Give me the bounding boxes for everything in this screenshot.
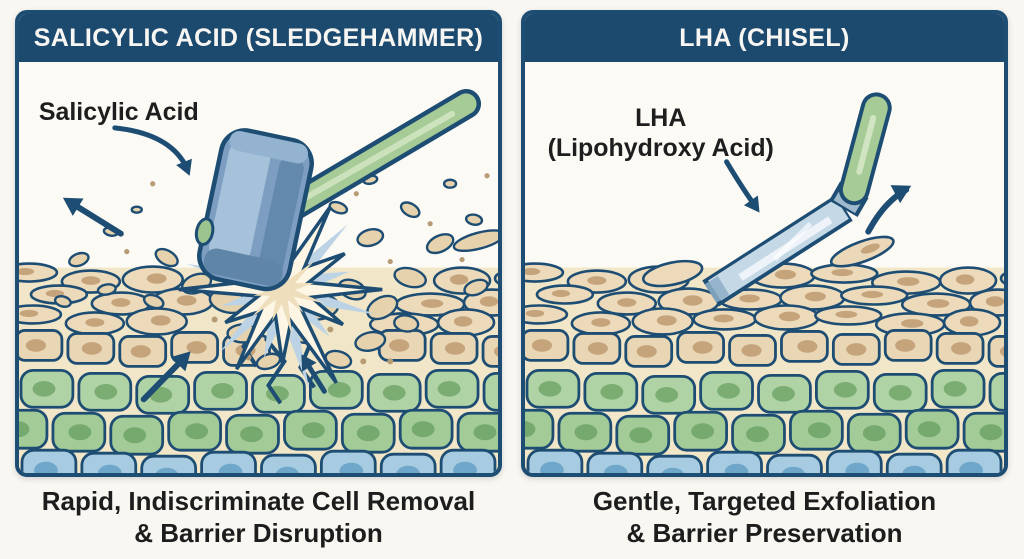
panel-body-salicylic: Salicylic Acid <box>19 62 498 473</box>
lha-illustration: LHA (Lipohydroxy Acid) <box>525 92 1004 473</box>
panel-lha: LHA (CHISEL) LHA (Lipohydroxy Acid) <box>521 10 1008 477</box>
panel-title-lha: LHA (CHISEL) <box>525 14 1004 62</box>
panel-title-salicylic: SALICYLIC ACID (SLEDGEHAMMER) <box>19 14 498 62</box>
caption-salicylic-line1: Rapid, Indiscriminate Cell Removal <box>41 486 476 516</box>
caption-lha-line1: Gentle, Targeted Exfoliation <box>592 486 937 516</box>
salicylic-illustration: Salicylic Acid <box>19 88 498 473</box>
caption-row: Rapid, Indiscriminate Cell Removal & Bar… <box>0 486 1024 549</box>
tool-label-salicylic: Salicylic Acid <box>39 98 199 126</box>
chisel-icon <box>702 92 892 307</box>
tool-label-lha-line2: (Lipohydroxy Acid) <box>548 134 774 162</box>
lifted-cell-flake <box>829 235 895 268</box>
tool-label-lha-line1: LHA <box>635 104 686 132</box>
caption-lha: Gentle, Targeted Exfoliation & Barrier P… <box>521 486 1008 549</box>
sledgehammer-icon <box>194 88 482 292</box>
skin-layers <box>525 259 1004 473</box>
caption-salicylic-line2: & Barrier Disruption <box>134 517 383 548</box>
flying-debris <box>53 173 498 310</box>
caption-salicylic: Rapid, Indiscriminate Cell Removal & Bar… <box>15 486 502 549</box>
panel-row: SALICYLIC ACID (SLEDGEHAMMER) Salicylic … <box>15 10 1008 477</box>
panel-salicylic-acid: SALICYLIC ACID (SLEDGEHAMMER) Salicylic … <box>15 10 502 477</box>
arrow-icons <box>724 159 912 235</box>
panel-body-lha: LHA (Lipohydroxy Acid) <box>525 62 1004 473</box>
arrow-icons <box>62 125 327 403</box>
caption-lha-line2: & Barrier Preservation <box>626 517 903 548</box>
